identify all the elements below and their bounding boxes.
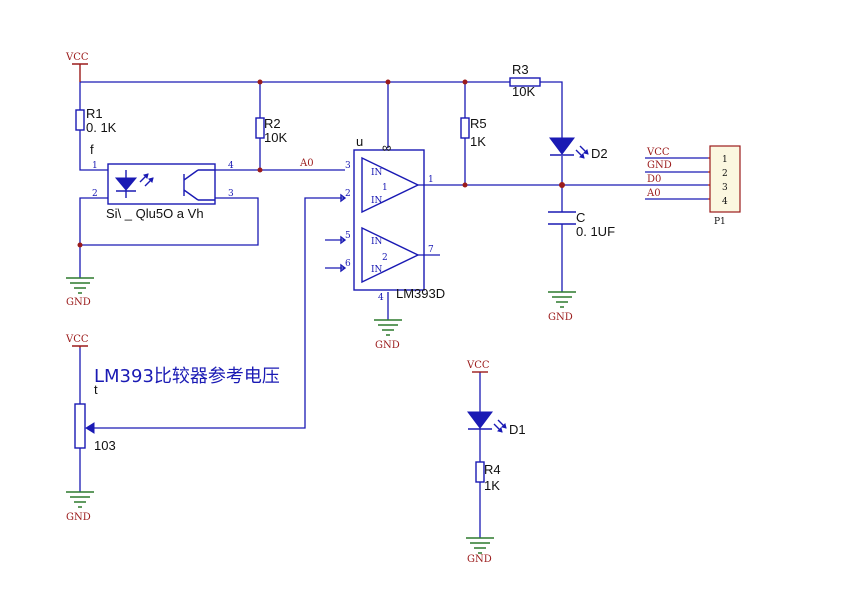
svg-text:R5: R5 [470, 116, 487, 131]
svg-text:2: 2 [345, 189, 351, 199]
gnd-symbol-opto: GND [66, 277, 94, 308]
svg-text:D2: D2 [591, 146, 608, 161]
svg-text:IN: IN [371, 168, 383, 178]
svg-text:VCC: VCC [65, 52, 89, 63]
svg-text:7: 7 [428, 245, 434, 255]
resistor-r3: R3 10K [509, 62, 541, 99]
svg-text:R3: R3 [512, 62, 529, 77]
gnd-symbol-comparator: GND [374, 319, 402, 351]
svg-text:Si\ _ Qlu5O a Vh: Si\ _ Qlu5O a Vh [106, 206, 204, 221]
svg-text:GND: GND [467, 554, 492, 565]
svg-text:2: 2 [92, 189, 98, 199]
resistor-r5: R5 1K [460, 116, 487, 149]
svg-text:5: 5 [345, 231, 351, 241]
svg-text:1K: 1K [484, 478, 500, 493]
svg-text:GND: GND [647, 160, 672, 171]
svg-text:C: C [576, 210, 585, 225]
svg-text:R4: R4 [484, 462, 501, 477]
vcc-symbol-d1: VCC [466, 360, 490, 373]
svg-text:IN: IN [371, 265, 383, 275]
svg-text:1: 1 [382, 183, 388, 193]
svg-text:10K: 10K [264, 130, 287, 145]
svg-text:GND: GND [66, 297, 91, 308]
led-d1: D1 [467, 411, 526, 437]
svg-text:6: 6 [345, 259, 351, 269]
svg-text:GND: GND [548, 312, 573, 323]
svg-text:P1: P1 [714, 217, 726, 227]
svg-text:t: t [94, 382, 98, 397]
svg-text:GND: GND [375, 340, 400, 351]
svg-text:1K: 1K [470, 134, 486, 149]
optocoupler: f 1 2 3 4 Si\ _ Qlu5O a Vh [90, 142, 234, 221]
connector-p1: 1 2 3 4 P1 [708, 145, 741, 227]
svg-text:2: 2 [722, 169, 728, 179]
svg-text:2: 2 [382, 253, 388, 263]
svg-text:f: f [90, 142, 94, 157]
gnd-symbol-capacitor: GND [548, 291, 576, 323]
svg-text:VCC: VCC [65, 334, 89, 345]
svg-text:0. 1UF: 0. 1UF [576, 224, 615, 239]
svg-text:3: 3 [345, 161, 351, 171]
capacitor-c: C 0. 1UF [548, 210, 615, 239]
svg-text:∞: ∞ [382, 140, 391, 155]
svg-text:D0: D0 [647, 174, 661, 185]
svg-text:4: 4 [228, 161, 234, 171]
svg-text:D1: D1 [509, 422, 526, 437]
svg-text:1: 1 [428, 175, 434, 185]
svg-text:R2: R2 [264, 116, 281, 131]
resistor-r4: R4 1K [475, 461, 501, 493]
junction-dots [77, 79, 565, 248]
svg-text:VCC: VCC [646, 147, 670, 158]
svg-text:IN: IN [371, 196, 383, 206]
potentiometer: t 103 [74, 382, 116, 453]
svg-text:3: 3 [722, 183, 728, 193]
led-d2: D2 [549, 137, 608, 161]
vcc-symbol-pot: VCC [65, 334, 89, 348]
svg-text:4: 4 [378, 293, 384, 303]
resistor-r2: R2 10K [255, 116, 287, 145]
svg-text:1: 1 [92, 161, 98, 171]
svg-text:1: 1 [722, 155, 728, 165]
svg-text:A0: A0 [646, 188, 661, 199]
gnd-symbol-d1: GND [466, 537, 494, 565]
svg-text:LM393D: LM393D [396, 286, 445, 301]
note-reference-voltage: LM393比较器参考电压 [94, 366, 280, 387]
svg-text:R1: R1 [86, 106, 103, 121]
svg-text:4: 4 [722, 197, 728, 207]
svg-text:103: 103 [94, 438, 116, 453]
svg-text:3: 3 [228, 189, 234, 199]
svg-text:10K: 10K [512, 84, 535, 99]
connector-net-labels: VCC GND D0 A0 [646, 147, 672, 199]
gnd-symbol-pot: GND [66, 491, 94, 523]
svg-text:GND: GND [66, 512, 91, 523]
svg-text:u: u [356, 134, 363, 149]
svg-text:0. 1K: 0. 1K [86, 120, 117, 135]
net-label-a0: A0 [299, 158, 314, 169]
svg-text:VCC: VCC [466, 360, 490, 371]
svg-text:IN: IN [371, 237, 383, 247]
resistor-r1: R1 0. 1K [75, 106, 117, 135]
vcc-symbol-top: VCC [65, 52, 89, 82]
comparator-lm393: IN IN 1 IN IN 2 3 2 1 5 6 7 4 u ∞ LM393D [340, 134, 445, 303]
